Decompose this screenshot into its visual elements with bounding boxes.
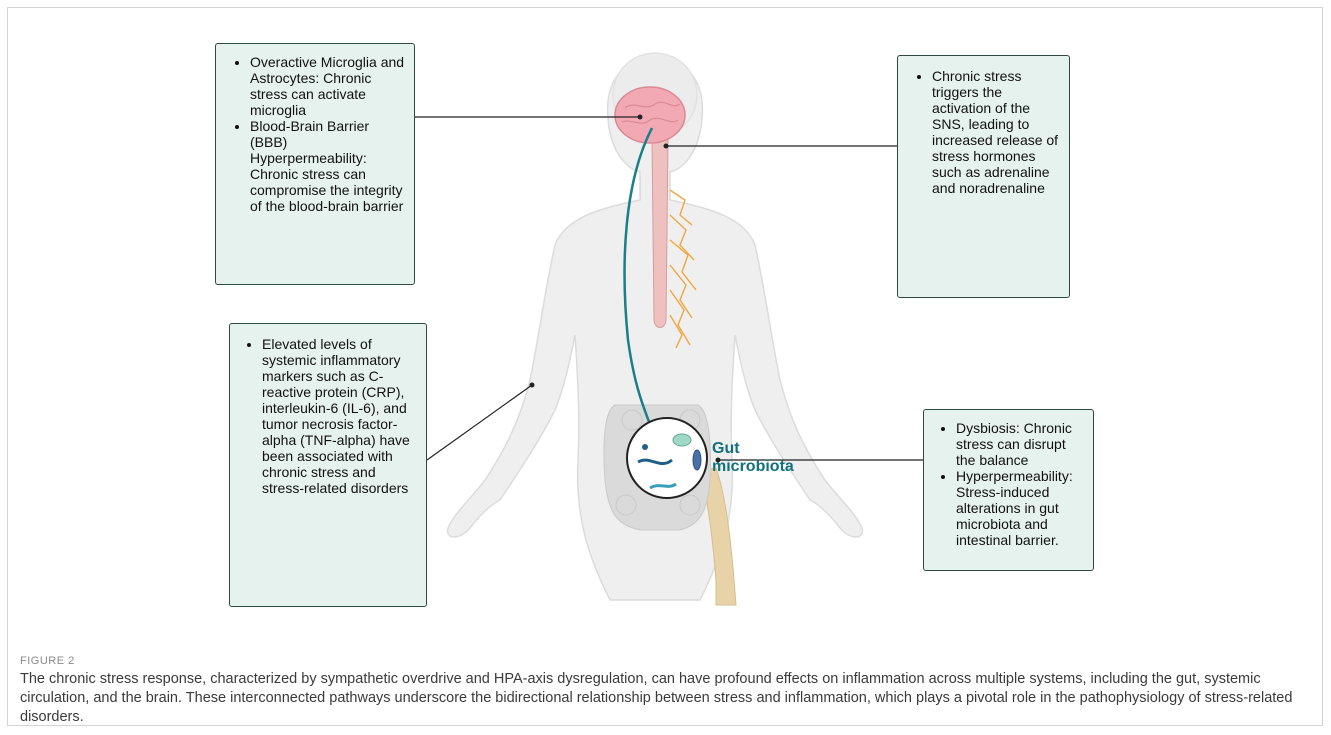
dysbiosis-box: Dysbiosis: Chronic stress can disrupt th… — [923, 409, 1094, 571]
sns-item: Chronic stress triggers the activation o… — [932, 68, 1061, 196]
gut-label-line2: microbiota — [712, 458, 794, 476]
glia-item: Overactive Microglia and Astrocytes: Chr… — [250, 54, 406, 118]
gut-microbiota-label: Gut microbiota — [712, 440, 794, 476]
spinal-cord — [652, 140, 668, 328]
inflammatory-markers-box: Elevated levels of systemic inflammatory… — [229, 323, 427, 607]
figure-label: FIGURE 2 — [20, 655, 75, 667]
microglia-bbb-box: Overactive Microglia and Astrocytes: Chr… — [215, 43, 415, 285]
dysbiosis-item: Dysbiosis: Chronic stress can disrupt th… — [956, 420, 1087, 468]
gut-label-line1: Gut — [712, 440, 794, 458]
sns-box: Chronic stress triggers the activation o… — [897, 55, 1070, 298]
figure-caption: The chronic stress response, characteriz… — [20, 670, 1310, 727]
microbiota-icon — [627, 418, 707, 498]
bbb-item: Blood-Brain Barrier (BBB) Hyperpermeabil… — [250, 118, 406, 214]
markers-item: Elevated levels of systemic inflammatory… — [262, 336, 418, 496]
hyperpermeability-item: Hyperpermeability: Stress-induced altera… — [956, 468, 1087, 548]
